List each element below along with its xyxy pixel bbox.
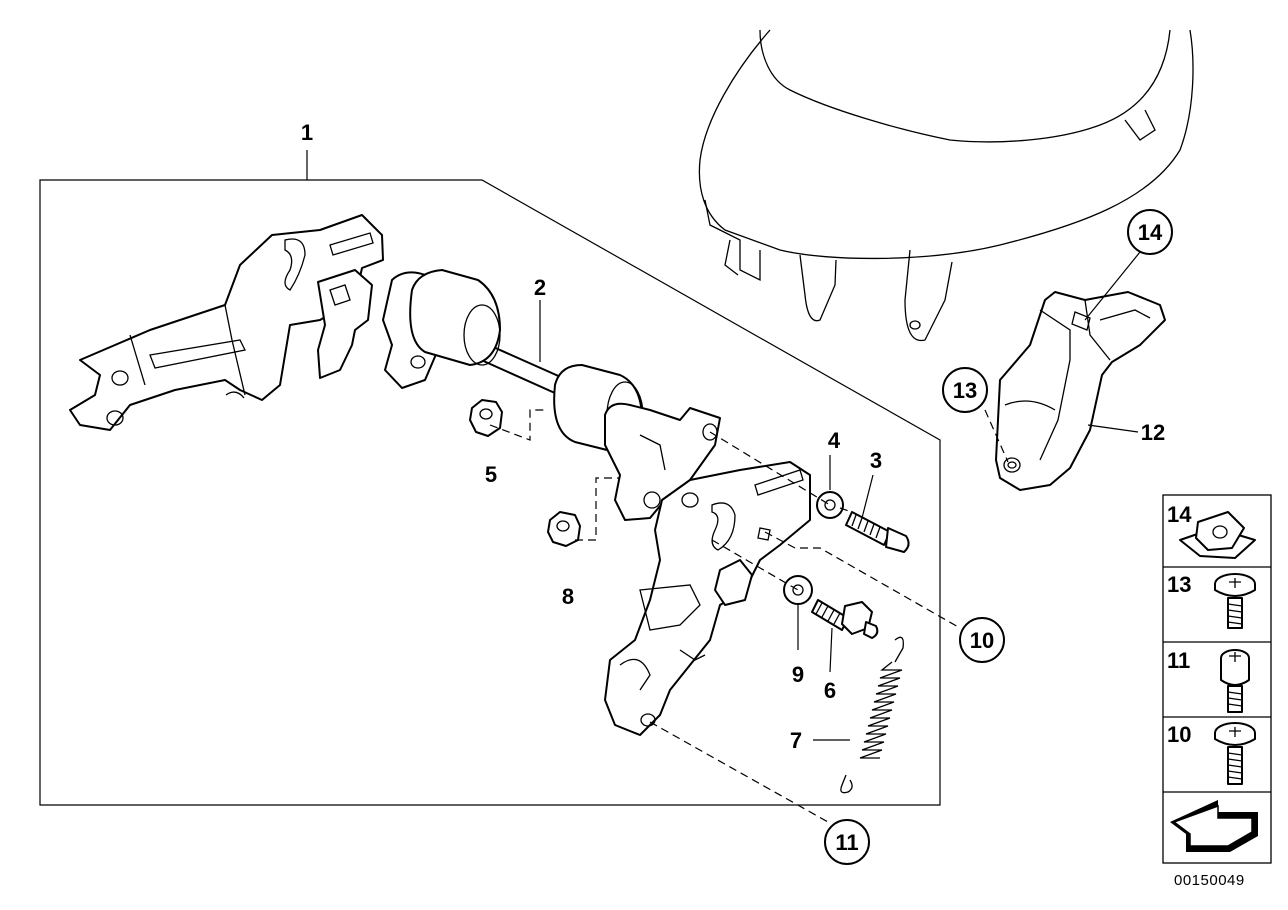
callout-5: 5	[485, 462, 497, 487]
left-bracket	[69, 214, 384, 431]
svg-text:11: 11	[835, 830, 858, 855]
callout-2: 2	[534, 275, 546, 300]
leader-lines	[489, 251, 1141, 823]
clip-nut-icon	[1179, 511, 1256, 559]
callout-13: 13	[942, 367, 988, 413]
callout-12: 12	[1141, 420, 1165, 445]
callout-14: 14	[1127, 209, 1173, 255]
legend-label-13: 13	[1167, 572, 1191, 597]
callout-7: 7	[790, 728, 802, 753]
svg-text:10: 10	[970, 628, 994, 653]
seat-outline	[698, 29, 1194, 342]
callouts: 1 2 3 4 5 6 7 8 9 10 11 12 13 14	[301, 120, 1173, 865]
torx-screw-short-icon	[1214, 573, 1256, 629]
washer-4	[816, 491, 844, 519]
trim-cover-12	[995, 291, 1166, 491]
callout-1: 1	[301, 120, 313, 145]
callout-3: 3	[870, 448, 882, 473]
legend-label-11: 11	[1167, 648, 1190, 673]
callout-11: 11	[824, 819, 870, 865]
arrow-icon	[1170, 800, 1258, 852]
legend-label-10: 10	[1167, 722, 1191, 747]
washer-9	[783, 575, 813, 605]
callout-8: 8	[562, 584, 574, 609]
callout-4: 4	[828, 428, 841, 453]
bolt-3	[845, 511, 910, 553]
yoke-fork	[604, 402, 721, 521]
assembly-frame	[39, 179, 941, 806]
flange-nut-5	[469, 399, 503, 437]
callout-10: 10	[959, 617, 1005, 663]
torx-screw-long-icon	[1214, 722, 1256, 785]
document-number: 00150049	[1174, 872, 1245, 889]
right-bracket	[604, 461, 811, 736]
flange-nut-8	[547, 511, 581, 547]
torx-bolt-icon	[1220, 649, 1250, 713]
tension-spring-7	[840, 636, 904, 794]
callout-6: 6	[824, 678, 836, 703]
legend-label-14: 14	[1167, 502, 1192, 527]
fastener-legend: 14 13 11 10	[1162, 494, 1272, 864]
callout-9: 9	[792, 662, 804, 687]
stud-bolt-6	[811, 599, 879, 639]
svg-text:14: 14	[1138, 220, 1163, 245]
svg-text:13: 13	[953, 378, 977, 403]
